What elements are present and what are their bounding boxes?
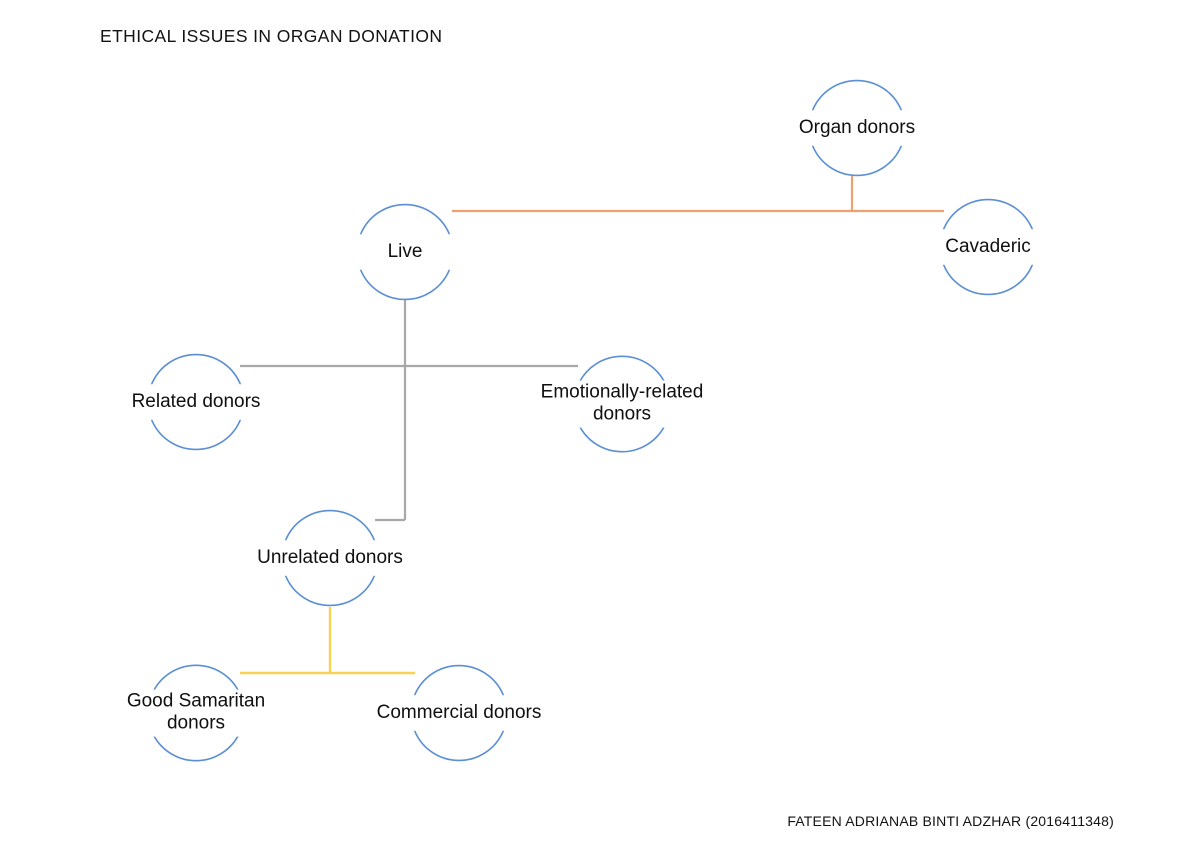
node-arc-bottom: [577, 423, 667, 453]
node-arc-bottom: [414, 730, 504, 762]
node-label-related-donors[interactable]: Related donors: [126, 389, 266, 415]
edge-organ-to-children: [452, 176, 944, 213]
node-arc-bottom: [360, 269, 450, 301]
author-credit: FATEEN ADRIANAB BINTI ADZHAR (2016411348…: [787, 813, 1114, 829]
node-outline-live[interactable]: [360, 203, 450, 301]
node-outline-related-donors[interactable]: [151, 353, 241, 451]
node-outline-unrelated-donors[interactable]: [285, 509, 375, 607]
node-label-good-samaritan-donors[interactable]: Good Samaritan donors: [121, 689, 271, 737]
node-arc-top: [577, 355, 667, 385]
node-outline-organ-donors[interactable]: [812, 79, 902, 177]
page-title: ETHICAL ISSUES IN ORGAN DONATION: [100, 26, 443, 46]
edge-unrelated-to-children: [240, 607, 415, 675]
node-outline-commercial-donors[interactable]: [414, 664, 504, 762]
node-label-cavaderic[interactable]: Cavaderic: [940, 234, 1036, 260]
node-arc-bottom: [943, 264, 1033, 296]
node-arc-top: [943, 198, 1033, 230]
node-arc-bottom: [151, 732, 241, 762]
node-arc-bottom: [151, 419, 241, 451]
node-label-emotionally-related-donors[interactable]: Emotionally-related donors: [535, 380, 709, 428]
edge-live-to-children: [240, 300, 578, 522]
node-outline-emotionally-related-donors[interactable]: [577, 355, 667, 453]
connector-layer: [240, 176, 944, 675]
node-arc-top: [360, 203, 450, 235]
node-label-commercial-donors[interactable]: Commercial donors: [371, 700, 547, 726]
node-outline-good-samaritan-donors[interactable]: [151, 664, 241, 762]
node-label-live[interactable]: Live: [382, 239, 428, 265]
node-label-unrelated-donors[interactable]: Unrelated donors: [252, 545, 408, 571]
node-arc-top: [285, 509, 375, 541]
node-arc-top: [414, 664, 504, 696]
node-arc-top: [812, 79, 902, 111]
node-arc-top: [151, 664, 241, 694]
node-label-organ-donors[interactable]: Organ donors: [793, 115, 921, 141]
node-outline-layer: [151, 79, 1033, 762]
node-arc-bottom: [812, 145, 902, 177]
node-arc-top: [151, 353, 241, 385]
node-arc-bottom: [285, 575, 375, 607]
node-outline-cavaderic[interactable]: [943, 198, 1033, 296]
